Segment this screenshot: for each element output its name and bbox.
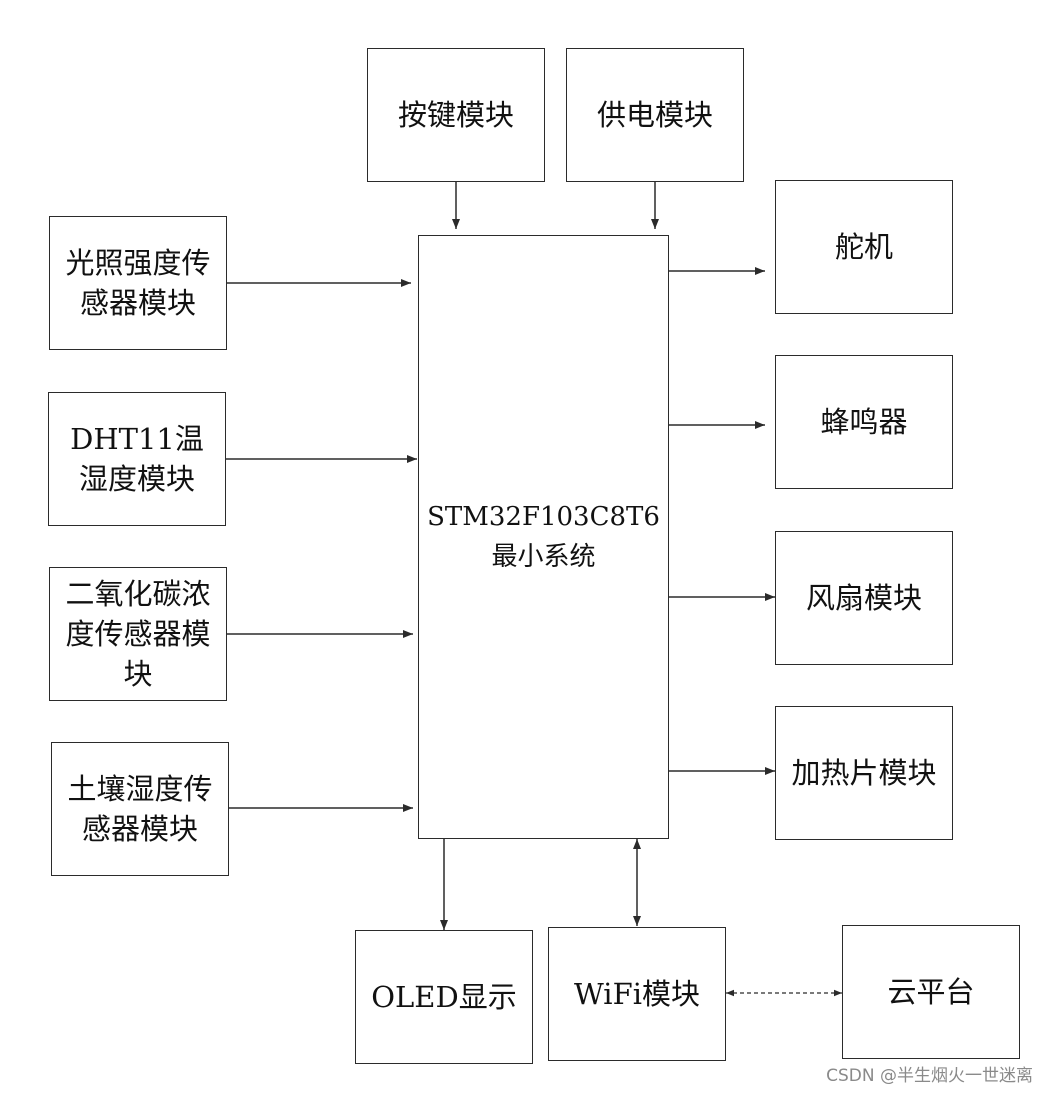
- watermark-text: CSDN @半生烟火一世迷离: [826, 1066, 1033, 1086]
- wifi-module-box: WiFi模块: [548, 927, 726, 1061]
- soil-sensor-box: 土壤湿度传感器模块: [51, 742, 229, 876]
- dht11-module-box: DHT11温湿度模块: [48, 392, 226, 526]
- heater-module-box: 加热片模块: [775, 706, 953, 840]
- fan-module-label: 风扇模块: [805, 581, 922, 615]
- co2-sensor-label: 二氧化碳浓度传感器模块: [65, 577, 211, 691]
- light-sensor-box: 光照强度传感器模块: [49, 216, 227, 350]
- power-module-label: 供电模块: [596, 98, 713, 132]
- dht11-module-label: DHT11温湿度模块: [70, 422, 204, 496]
- soil-sensor-label: 土壤湿度传感器模块: [67, 772, 213, 846]
- keypad-module-box: 按键模块: [367, 48, 545, 182]
- servo-box: 舵机: [775, 180, 953, 314]
- cloud-platform-label: 云平台: [887, 975, 975, 1009]
- wifi-module-label: WiFi模块: [574, 977, 700, 1011]
- power-module-box: 供电模块: [566, 48, 744, 182]
- mcu-box: STM32F103C8T6最小系统: [418, 235, 669, 839]
- co2-sensor-box: 二氧化碳浓度传感器模块: [49, 567, 227, 701]
- buzzer-label: 蜂鸣器: [820, 405, 908, 439]
- light-sensor-label: 光照强度传感器模块: [65, 246, 211, 320]
- buzzer-box: 蜂鸣器: [775, 355, 953, 489]
- cloud-platform-box: 云平台: [842, 925, 1020, 1059]
- servo-label: 舵机: [834, 230, 893, 264]
- fan-module-box: 风扇模块: [775, 531, 953, 665]
- keypad-module-label: 按键模块: [397, 98, 514, 132]
- oled-display-box: OLED显示: [355, 930, 533, 1064]
- heater-module-label: 加热片模块: [791, 756, 937, 790]
- mcu-label: STM32F103C8T6最小系统: [427, 502, 660, 572]
- oled-display-label: OLED显示: [371, 980, 517, 1014]
